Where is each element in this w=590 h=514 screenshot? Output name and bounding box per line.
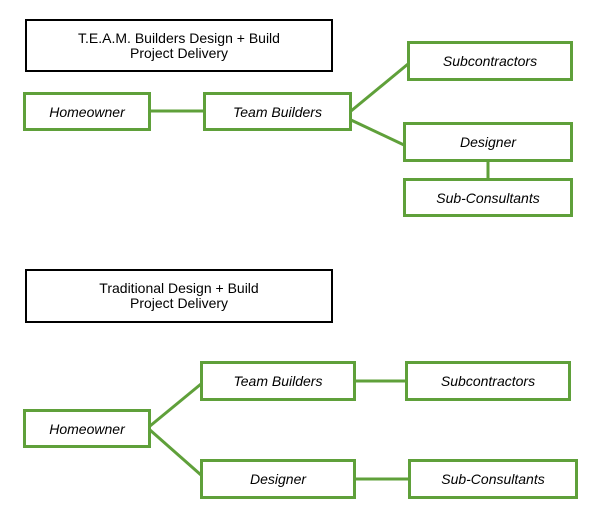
traditional-section-title-box: Traditional Design + Build Project Deliv… (25, 269, 333, 323)
team-team-builders-node: Team Builders (203, 92, 352, 131)
traditional-sub-consultants-node: Sub-Consultants (408, 459, 578, 499)
traditional-section-title-line2: Project Delivery (129, 295, 229, 311)
team-section-title-box: T.E.A.M. Builders Design + Build Project… (25, 19, 333, 72)
connector-homeowner-designer-traditional (149, 428, 202, 477)
connector-homeowner-team-builders-traditional (149, 382, 202, 428)
team-subcontractors-node: Subcontractors (407, 41, 573, 81)
connector-team-builders-designer (350, 118, 405, 147)
team-designer-node: Designer (403, 122, 573, 162)
traditional-designer-node: Designer (200, 459, 356, 499)
team-sub-consultants-node: Sub-Consultants (403, 178, 573, 217)
traditional-homeowner-node: Homeowner (23, 409, 151, 448)
traditional-section-title-line1: Traditional Design + Build (99, 280, 259, 296)
connector-team-builders-subcontractors (350, 62, 409, 113)
team-homeowner-node: Homeowner (23, 92, 151, 131)
traditional-subcontractors-node: Subcontractors (405, 361, 571, 401)
traditional-team-builders-node: Team Builders (200, 361, 356, 401)
team-section-title-line2: Project Delivery (129, 44, 229, 61)
team-section-title-line1: T.E.A.M. Builders Design + Build (78, 29, 280, 46)
